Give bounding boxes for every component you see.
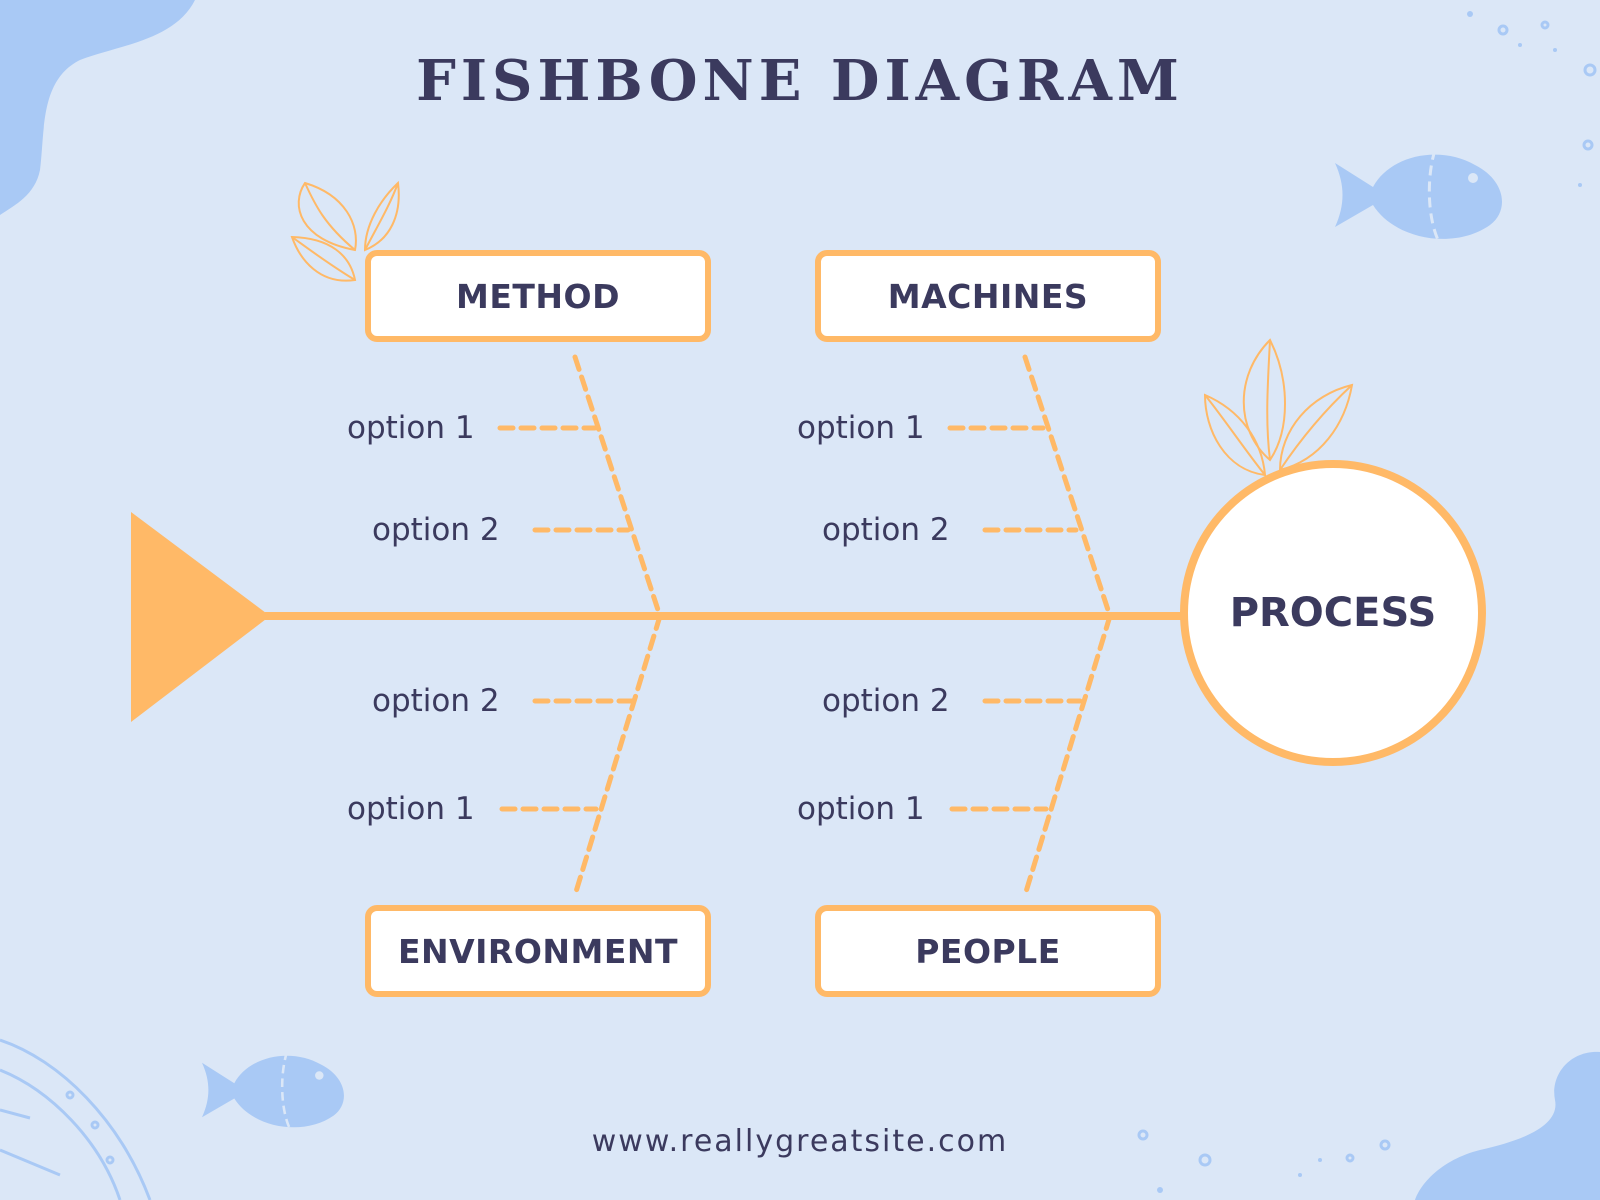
people-option-1: option 1 [797, 791, 925, 827]
bone-people [1022, 613, 1113, 898]
environment-option-2: option 2 [372, 683, 500, 719]
leaf-decoration-method [290, 180, 400, 282]
method-option-2: option 2 [372, 512, 500, 548]
bones [497, 354, 1113, 898]
bone-environment [572, 613, 663, 898]
dots-decoration [1157, 11, 1582, 1193]
machines-option-1: option 1 [797, 410, 925, 446]
fish-tail [131, 512, 270, 722]
bone-method [572, 354, 663, 619]
category-machines: MACHINES [815, 250, 1161, 342]
category-environment: ENVIRONMENT [365, 905, 711, 997]
fish-icon-top-right [1335, 149, 1502, 241]
leaf-decoration-process [1203, 338, 1354, 477]
people-option-2: option 2 [822, 683, 950, 719]
method-option-1: option 1 [347, 410, 475, 446]
bone-machines [1022, 354, 1113, 619]
environment-option-1: option 1 [347, 791, 475, 827]
category-people: PEOPLE [815, 905, 1161, 997]
coral-decoration-bottom-left [0, 1038, 152, 1200]
corner-blob-top-left [0, 0, 195, 215]
category-method: METHOD [365, 250, 711, 342]
bubbles-decoration [1137, 20, 1597, 1167]
process-head: PROCESS [1180, 460, 1486, 766]
website-url[interactable]: www.reallygreatsite.com [591, 1124, 1009, 1159]
fish-icon-bottom-left [202, 1051, 344, 1129]
corner-blob-bottom-right [1415, 1051, 1600, 1200]
machines-option-2: option 2 [822, 512, 950, 548]
page-title: FISHBONE DIAGRAM [416, 48, 1184, 114]
